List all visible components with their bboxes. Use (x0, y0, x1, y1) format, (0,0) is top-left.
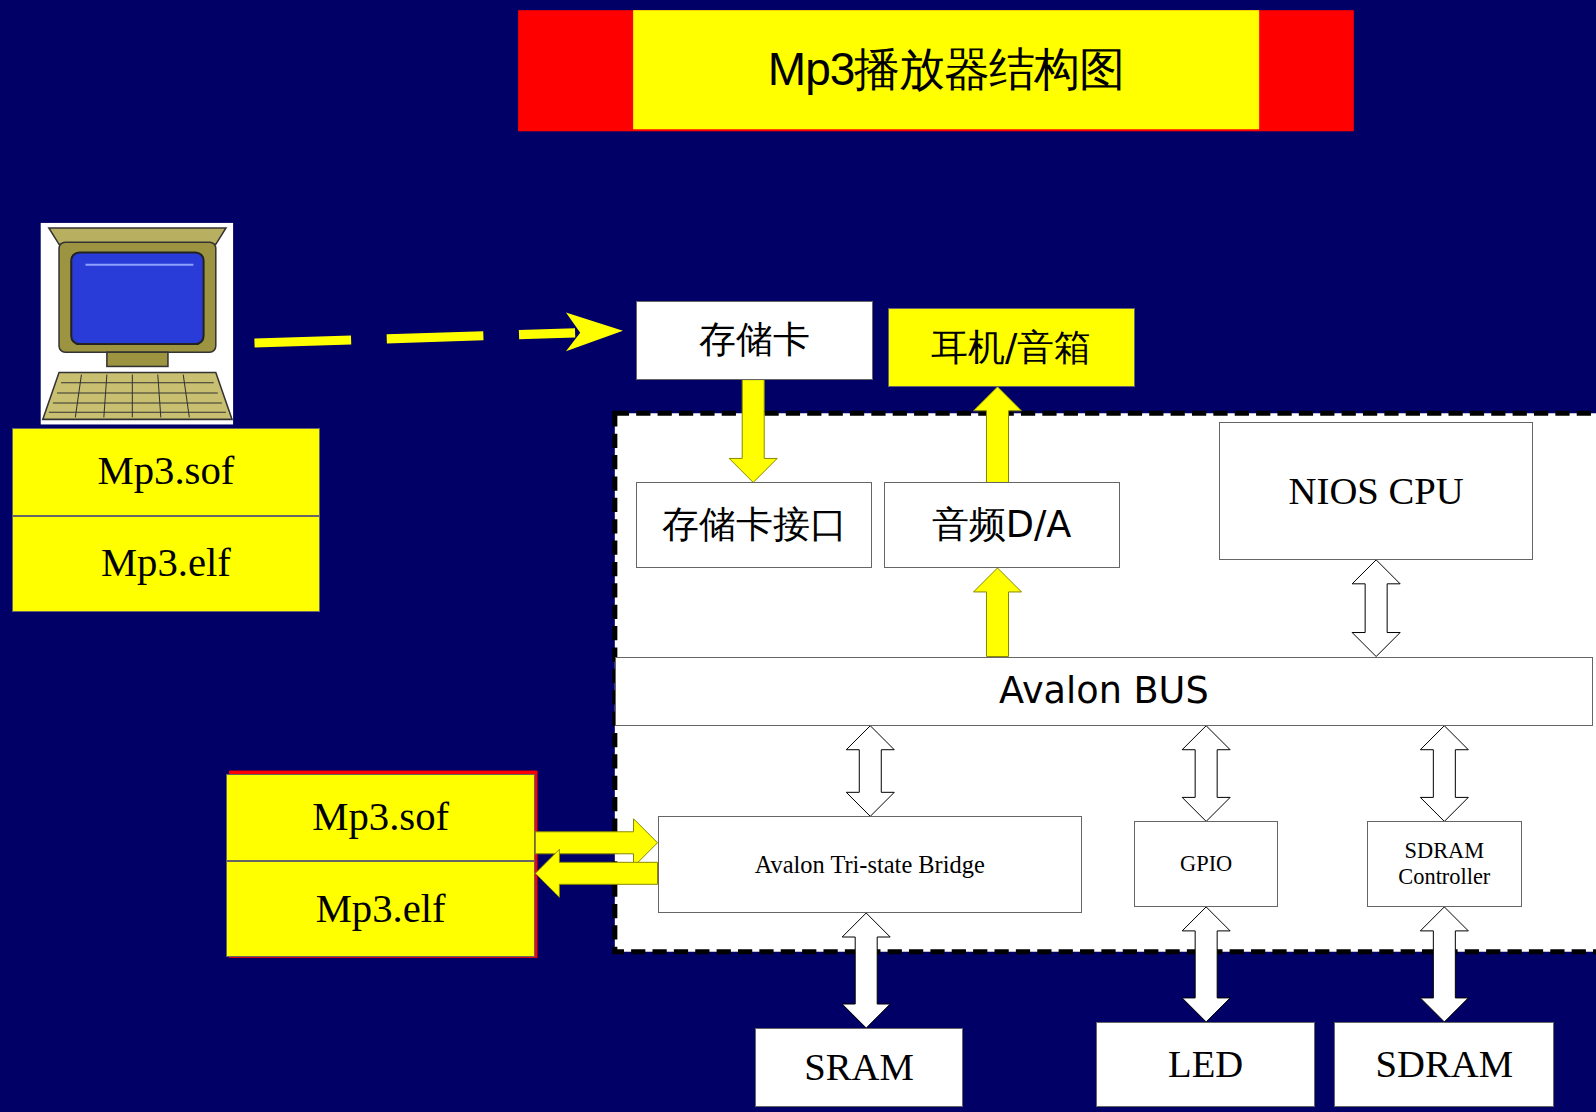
block-arrow (1352, 560, 1400, 657)
download-arrow (254, 312, 622, 351)
node-label: SRAM (798, 1045, 920, 1089)
block-arrow (974, 568, 1022, 657)
node-label: 存储卡 (693, 319, 816, 361)
block-arrow (1420, 726, 1468, 822)
interface-box: 存储卡接口 (636, 482, 872, 568)
file-box: Mp3.sof (226, 774, 535, 862)
block-arrow (846, 726, 894, 817)
block-arrow (535, 849, 657, 897)
node-label: Mp3.elf (95, 540, 237, 587)
peripheral-box: SDRAM Controller (1367, 821, 1522, 907)
node-label: Mp3.sof (91, 448, 240, 495)
node-label: SDRAM Controller (1368, 838, 1521, 889)
file-box: Mp3.sof (12, 428, 319, 517)
title-band (518, 10, 1354, 131)
block-arrow (974, 387, 1022, 483)
fpga-region (615, 413, 1596, 951)
computer-icon (41, 223, 233, 425)
node-label: Mp3.sof (306, 794, 455, 841)
memory-box: SRAM (755, 1028, 963, 1107)
block-arrow (1182, 726, 1230, 822)
node-label: Mp3.elf (310, 886, 452, 933)
bus-band: Avalon BUS (615, 657, 1593, 726)
node-label: NIOS CPU (1283, 469, 1470, 513)
block-arrow (1420, 907, 1468, 1022)
file-box: Mp3.elf (226, 861, 535, 957)
device-box: 存储卡 (636, 301, 873, 379)
bridge-box: Avalon Tri-state Bridge (658, 816, 1082, 913)
cpu-box: NIOS CPU (1219, 422, 1533, 559)
node-label: LED (1162, 1042, 1249, 1086)
block-arrow (729, 380, 777, 483)
memory-box: SDRAM (1334, 1022, 1554, 1108)
node-label: Avalon Tri-state Bridge (749, 851, 991, 879)
block-arrow (1182, 907, 1230, 1022)
node-label: GPIO (1174, 851, 1238, 877)
peripheral-box: GPIO (1134, 821, 1279, 907)
device-box: LED (1096, 1022, 1315, 1108)
block-arrow (842, 913, 890, 1028)
node-label: Avalon BUS (993, 670, 1215, 712)
node-label: 音频D/A (926, 504, 1078, 546)
node-label: 耳机/音箱 (925, 327, 1097, 369)
device-box: 耳机/音箱 (888, 308, 1135, 386)
file-box: Mp3.elf (12, 516, 319, 612)
node-label: 存储卡接口 (656, 504, 853, 546)
diagram-title: Mp3播放器结构图 (633, 10, 1259, 129)
title-band-inner (633, 10, 1259, 129)
node-label: SDRAM (1370, 1042, 1520, 1086)
interface-box: 音频D/A (884, 482, 1120, 568)
